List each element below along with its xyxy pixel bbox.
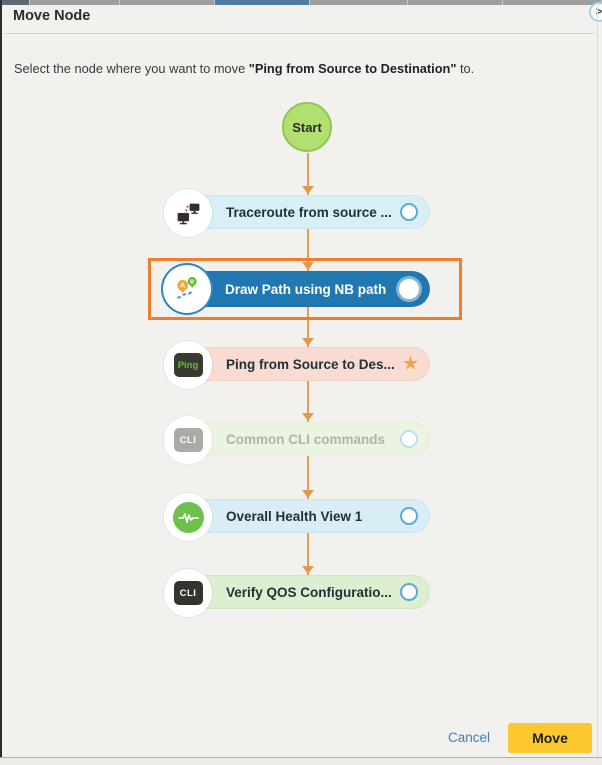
svg-text:A: A [180, 283, 185, 290]
panel-expand-icon[interactable]: > [589, 2, 602, 22]
flow-node-common-cli-disabled: CLI Common CLI commands [164, 416, 430, 464]
node-label: Verify QOS Configuratio... [226, 584, 392, 600]
ping-terminal-badge: Ping [164, 341, 212, 389]
node-label: Ping from Source to Des... [226, 356, 395, 372]
node-label: Overall Health View 1 [226, 508, 363, 524]
arrow-down-icon [302, 338, 314, 346]
node-label: Draw Path using NB path [225, 281, 387, 297]
ping-badge-text: Ping [173, 353, 203, 377]
flow-node-verify-qos[interactable]: CLI Verify QOS Configuratio... [164, 569, 430, 617]
tab-segment [408, 0, 502, 5]
health-pulse-icon [164, 493, 212, 541]
screen-left-edge [0, 0, 2, 765]
map-path-icon: A B [163, 265, 211, 313]
instruction-node-name: "Ping from Source to Destination" [248, 61, 457, 76]
title-divider [4, 33, 594, 34]
flow-node-draw-path-selected[interactable]: A B Draw Path using NB path [163, 265, 430, 313]
flow-node-traceroute[interactable]: Traceroute from source ... [164, 189, 430, 237]
flow-node-start: Start [282, 102, 332, 152]
arrow-down-icon [302, 413, 314, 421]
cli-badge-text: CLI [173, 428, 203, 452]
node-radio[interactable] [400, 507, 418, 525]
tab-segment [120, 0, 214, 5]
cli-badge-text: CLI [173, 581, 203, 605]
instruction-prefix: Select the node where you want to move [14, 61, 249, 76]
background-tab-strip [0, 0, 602, 5]
node-radio-selected[interactable] [399, 279, 419, 299]
cancel-button[interactable]: Cancel [448, 730, 491, 745]
moving-node-star-icon: ★ [401, 353, 419, 375]
dialog-title: Move Node [13, 8, 91, 24]
tab-segment [310, 0, 407, 5]
node-radio [400, 430, 418, 448]
node-label: Common CLI commands [226, 431, 386, 447]
cli-badge-icon: CLI [164, 569, 212, 617]
move-button[interactable]: Move [508, 723, 592, 753]
arrow-down-icon [302, 186, 314, 194]
dialog-bottom-edge [0, 757, 602, 765]
tab-segment [30, 0, 119, 5]
traceroute-icon [164, 189, 212, 237]
tab-segment [503, 0, 601, 5]
flow-node-overall-health[interactable]: Overall Health View 1 [164, 493, 430, 541]
tab-segment [0, 0, 29, 5]
node-label: Traceroute from source ... [226, 204, 392, 220]
instruction-text: Select the node where you want to move "… [14, 61, 474, 76]
instruction-suffix: to. [456, 61, 475, 76]
arrow-down-icon [302, 566, 314, 574]
cli-badge-icon: CLI [164, 416, 212, 464]
start-label: Start [292, 119, 322, 135]
pulse-circle [172, 501, 204, 533]
svg-text:B: B [190, 280, 194, 286]
selected-node-outline [148, 258, 462, 320]
arrow-down-icon [302, 262, 314, 270]
flow-node-ping: Ping Ping from Source to Des... ★ [164, 341, 430, 389]
tab-segment-active [215, 0, 309, 5]
dialog-right-edge [597, 6, 598, 756]
node-radio[interactable] [400, 203, 418, 221]
node-radio[interactable] [400, 583, 418, 601]
arrow-down-icon [302, 490, 314, 498]
